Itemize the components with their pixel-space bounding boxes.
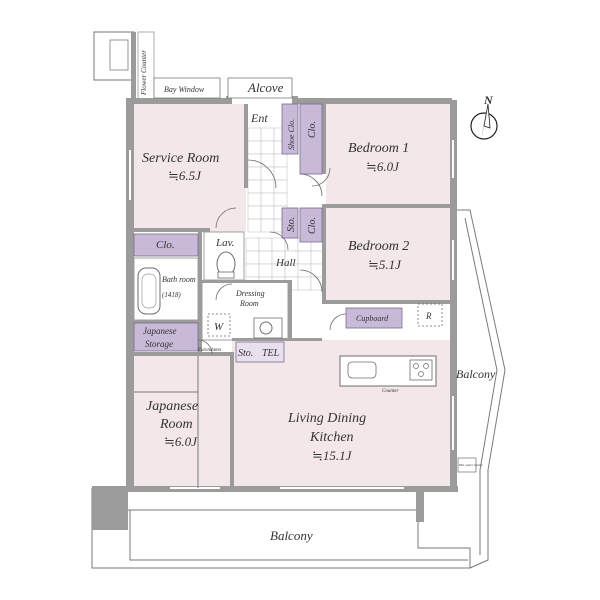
floor-tile: [273, 153, 288, 168]
japanese-storage: [133, 322, 199, 352]
cupboard-label: Cupboard: [356, 314, 389, 323]
hall-sto-label: Sto.: [286, 217, 297, 232]
hall-storage: [281, 207, 299, 239]
bedroom2-floor: [326, 208, 450, 300]
refrigerator-space: [417, 303, 443, 327]
alcove-area: [227, 77, 293, 99]
floor-tile: [247, 127, 262, 142]
bedroom2-closet: [299, 207, 323, 243]
ldk-name-2: Kitchen: [309, 430, 354, 445]
bedroom1-size: ≒6.0J: [366, 159, 400, 174]
floor-tile: [258, 263, 273, 278]
floor-tile: [260, 179, 275, 194]
service-room-floor: [134, 104, 246, 232]
bath-size-label: (1418): [162, 291, 181, 299]
bedroom1-name: Bedroom 1: [348, 141, 409, 156]
floor-tile: [245, 237, 260, 252]
floor-tile: [245, 250, 260, 265]
floor-tile: [247, 179, 262, 194]
storage-tel: [235, 341, 285, 363]
floor-tile: [247, 192, 262, 207]
cupboard: [345, 307, 403, 329]
balcony-bottom-area: [91, 488, 471, 569]
japanese-room-floor: [134, 356, 230, 488]
floor-tile: [247, 140, 262, 155]
ent-label: Ent: [250, 111, 268, 125]
north-arrow: N: [470, 93, 498, 146]
japanese-storage-label-1: Japanese: [143, 326, 177, 336]
floor-tile: [247, 205, 262, 220]
floor-tile: [271, 237, 286, 252]
floor-tile: [260, 205, 275, 220]
service-clo-label: Clo.: [156, 239, 175, 251]
bedroom2-name: Bedroom 2: [348, 239, 409, 254]
walls: [92, 96, 458, 530]
floor-tile: [247, 166, 262, 181]
flower-counter-label: Flower Counter: [140, 50, 148, 96]
water-heater-label: Hot water heater: [458, 463, 484, 467]
washing-machine-space: [207, 313, 231, 337]
balcony-side-area: [455, 209, 506, 569]
service-closet: [133, 233, 199, 257]
ldk-name-1: Living Dining: [287, 411, 366, 426]
floor-tile: [260, 127, 275, 142]
toilet: [216, 251, 236, 279]
dressing-room-label-1: Dressing: [235, 289, 265, 298]
floor-tile: [260, 140, 275, 155]
tel-label: TEL: [262, 348, 280, 359]
tatami-lines: [134, 356, 199, 488]
bay-window-area: [153, 77, 221, 99]
japanese-room-name-2: Room: [159, 417, 193, 432]
floor-tile: [260, 218, 275, 233]
floor-tile: [258, 237, 273, 252]
bedroom1-closet: [299, 103, 323, 175]
service-room-name: Service Room: [142, 151, 219, 166]
windows: [129, 140, 454, 489]
bedroom2-clo-label: Clo.: [307, 217, 318, 234]
balcony-side-label: Balcony: [456, 367, 496, 381]
bathtub: [137, 267, 161, 315]
floor-tile: [297, 250, 312, 265]
w-label: W: [214, 321, 224, 333]
futon-label: Futondama: [197, 348, 222, 353]
floor-tile: [297, 276, 312, 291]
lav-label: Lav.: [215, 237, 234, 249]
shoe-closet: [281, 103, 299, 155]
service-room-size: ≒6.5J: [168, 168, 202, 183]
floor-tile: [258, 250, 273, 265]
refrigerator-label: R: [425, 311, 432, 321]
floor-tile: [273, 192, 288, 207]
north-label: N: [483, 93, 494, 107]
japanese-storage-label-2: Storage: [145, 339, 173, 349]
entrance-tiles: [245, 127, 325, 291]
balcony-bottom-label: Balcony: [270, 528, 313, 543]
bedroom2-size: ≒5.1J: [368, 257, 402, 272]
bay-window-label: Bay Window: [164, 85, 205, 94]
shoe-clo-label: Shoe Clo.: [287, 119, 296, 150]
floor-tile: [260, 153, 275, 168]
ldk-size: ≒15.1J: [312, 448, 353, 463]
floor-tile: [260, 192, 275, 207]
water-heater-box: [457, 457, 477, 473]
alcove-label: Alcove: [247, 80, 284, 95]
dressing-room-label-2: Room: [239, 299, 259, 308]
floor-tile: [245, 263, 260, 278]
bedroom1-floor: [326, 104, 450, 204]
counter-label: Counter: [382, 389, 398, 394]
bedroom1-clo-label: Clo.: [307, 121, 318, 138]
kitchen-counter: [339, 355, 437, 387]
washbasin: [253, 317, 283, 339]
door-swings: [197, 159, 347, 355]
floor-tile: [247, 218, 262, 233]
bath-room-label: Bath room: [162, 275, 196, 284]
floor-tile: [273, 166, 288, 181]
japanese-room-name-1: Japanese: [146, 399, 198, 414]
hall-label: Hall: [275, 257, 296, 269]
storage-label: Sto.: [238, 348, 253, 359]
japanese-room-size: ≒6.0J: [164, 434, 198, 449]
